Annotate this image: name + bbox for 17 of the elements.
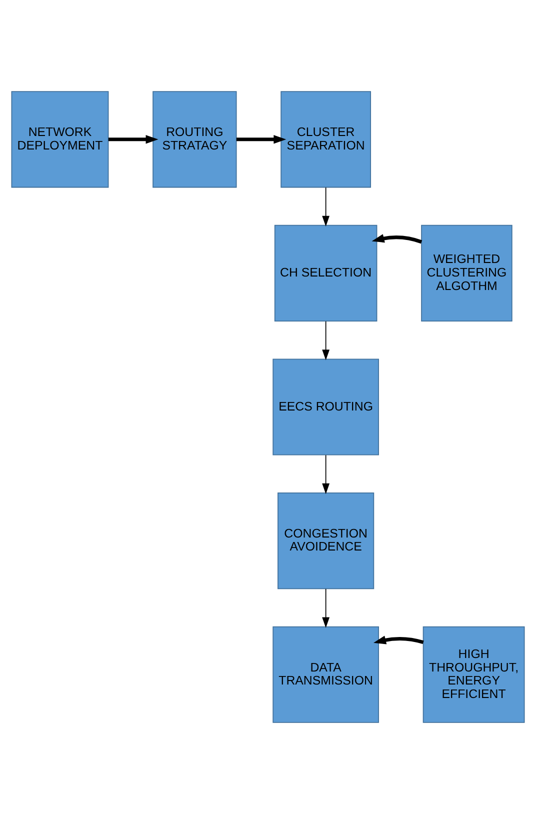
arrow: [372, 234, 422, 244]
node-box: EECS ROUTING: [272, 358, 379, 456]
arrow: [322, 454, 330, 494]
arrow: [236, 135, 286, 144]
node-box: CLUSTER SEPARATION: [280, 91, 371, 188]
node-box: ROUTING STRATAGY: [152, 91, 237, 188]
arrow: [322, 320, 330, 360]
node-box: WEIGHTED CLUSTERING ALGOTHM: [421, 224, 512, 322]
arrow: [373, 636, 424, 644]
node-box: HIGH THROUGHPUT, ENERGY EFFICIENT: [422, 626, 525, 723]
node-box: CH SELECTION: [274, 224, 378, 322]
node-box: CONGESTION AVOIDENCE: [278, 492, 374, 590]
arrow: [108, 135, 158, 144]
node-box: NETWORK DEPLOYMENT: [11, 91, 109, 188]
arrow: [322, 588, 330, 628]
node-box: DATA TRANSMISSION: [272, 626, 379, 723]
arrow: [322, 187, 330, 226]
